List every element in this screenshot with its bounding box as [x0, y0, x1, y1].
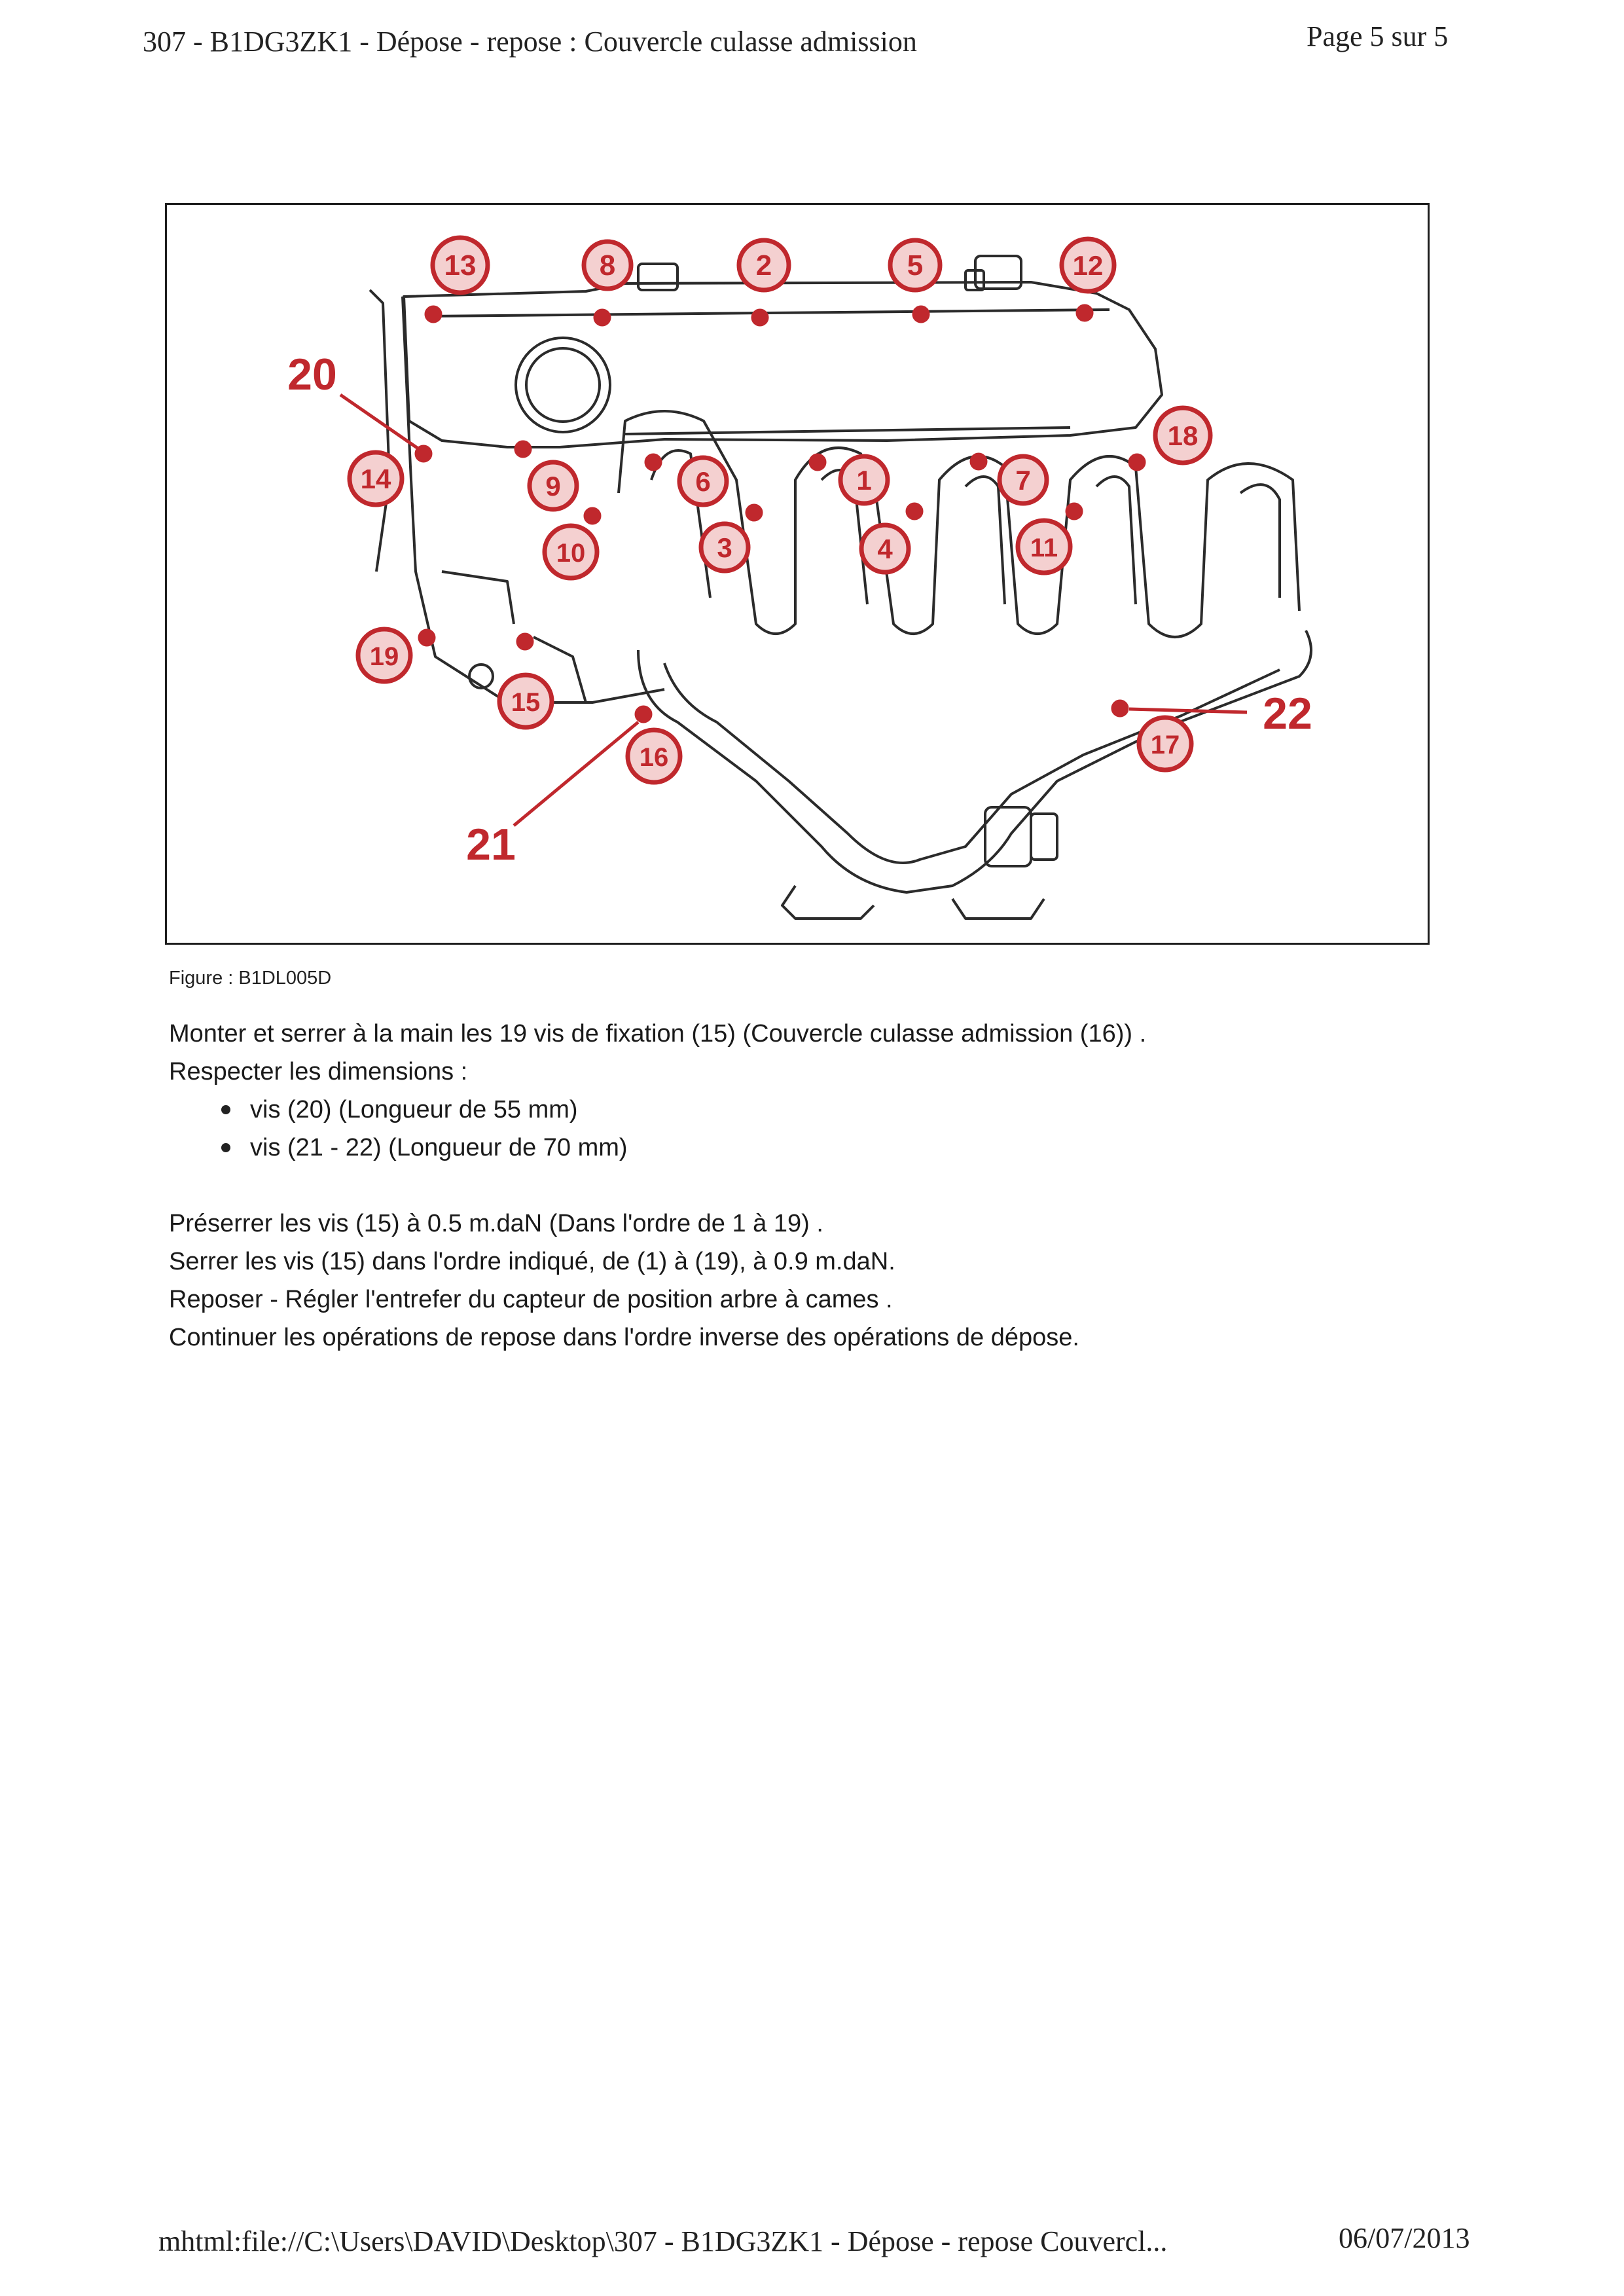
- callout-12: 12: [1059, 236, 1117, 294]
- bolt-7: [969, 452, 988, 471]
- bolt-13: [424, 305, 442, 323]
- figure-caption: Figure : B1DL005D: [169, 968, 332, 989]
- label-20: 20: [287, 350, 337, 399]
- dimension-list: vis (20) (Longueur de 55 mm) vis (21 - 2…: [169, 1091, 1445, 1167]
- list-item-text: vis (21 - 22) (Longueur de 70 mm): [250, 1134, 628, 1161]
- instruction-tighten: Serrer les vis (15) dans l'ordre indiqué…: [169, 1248, 895, 1275]
- callout-10: 10: [542, 523, 600, 581]
- callout-17: 17: [1136, 715, 1194, 773]
- svg-text:16: 16: [640, 743, 669, 772]
- bullet-icon: [221, 1143, 230, 1152]
- svg-text:11: 11: [1030, 534, 1058, 562]
- svg-text:15: 15: [511, 688, 541, 717]
- callout-15: 15: [497, 672, 554, 730]
- svg-text:14: 14: [361, 464, 391, 494]
- bolt-1: [808, 453, 827, 471]
- bolt-5: [912, 305, 930, 323]
- svg-text:19: 19: [370, 642, 399, 671]
- callout-3: 3: [698, 521, 751, 574]
- callout-19: 19: [355, 627, 413, 684]
- bolt-17: [1111, 699, 1129, 718]
- svg-text:18: 18: [1168, 420, 1199, 451]
- callout-6: 6: [677, 455, 729, 507]
- callout-11: 11: [1015, 518, 1073, 575]
- bolt-18: [1128, 453, 1146, 471]
- footer-date: 06/07/2013: [1339, 2222, 1470, 2254]
- svg-text:17: 17: [1151, 731, 1180, 759]
- bolt-16: [634, 705, 653, 723]
- bolt-12: [1075, 304, 1094, 322]
- callout-18: 18: [1153, 405, 1213, 465]
- callout-1: 1: [838, 454, 890, 506]
- list-item: vis (20) (Longueur de 55 mm): [169, 1091, 1445, 1129]
- callout-9: 9: [527, 460, 579, 512]
- length-labels: 20 21 22: [287, 350, 1312, 869]
- svg-text:6: 6: [695, 466, 710, 497]
- instructions: Monter et serrer à la main les 19 vis de…: [169, 1015, 1445, 1357]
- label-22: 22: [1263, 689, 1312, 738]
- bolt-19: [418, 629, 436, 647]
- svg-text:7: 7: [1015, 465, 1030, 496]
- svg-text:4: 4: [877, 534, 893, 564]
- leader-lines: [339, 393, 1248, 827]
- instruction-mount: Monter et serrer à la main les 19 vis de…: [169, 1020, 1147, 1048]
- document-title: 307 - B1DG3ZK1 - Dépose - repose : Couve…: [143, 26, 917, 58]
- footer-url: mhtml:file://C:\Users\DAVID\Desktop\307 …: [158, 2225, 1168, 2257]
- svg-text:1: 1: [856, 465, 871, 496]
- instruction-pretighten: Préserrer les vis (15) à 0.5 m.daN (Dans…: [169, 1210, 823, 1237]
- svg-text:8: 8: [600, 249, 615, 282]
- instruction-dimensions: Respecter les dimensions :: [169, 1058, 468, 1085]
- bolt-10: [583, 507, 602, 525]
- callout-8: 8: [581, 239, 634, 291]
- bullet-icon: [221, 1105, 230, 1114]
- bolt-2: [751, 308, 769, 327]
- figure-frame: 13 8 2 5 12 14: [165, 203, 1430, 945]
- list-item: vis (21 - 22) (Longueur de 70 mm): [169, 1129, 1445, 1167]
- callout-4: 4: [859, 522, 911, 575]
- list-item-text: vis (20) (Longueur de 55 mm): [250, 1096, 578, 1123]
- svg-text:10: 10: [556, 539, 586, 568]
- bolt-15: [516, 632, 534, 651]
- callout-16: 16: [625, 727, 683, 785]
- bolt-4: [905, 502, 924, 520]
- intake-cover-diagram: 13 8 2 5 12 14: [287, 235, 1312, 920]
- callout-13: 13: [430, 235, 490, 295]
- svg-text:2: 2: [756, 249, 772, 282]
- bolt-3: [745, 503, 763, 522]
- callout-7: 7: [997, 454, 1049, 506]
- svg-text:13: 13: [444, 249, 477, 282]
- callouts: 13 8 2 5 12 14: [347, 235, 1213, 785]
- bolt-6: [644, 453, 662, 471]
- bolt-8: [593, 308, 611, 327]
- callout-2: 2: [736, 238, 791, 293]
- callout-5: 5: [888, 238, 943, 293]
- svg-text:12: 12: [1073, 250, 1104, 281]
- page-number: Page 5 sur 5: [1307, 20, 1449, 52]
- bolt-markers: [414, 304, 1146, 723]
- svg-text:9: 9: [545, 471, 560, 501]
- bolt-9: [514, 440, 532, 458]
- label-21: 21: [466, 820, 516, 869]
- instruction-adjust: Reposer - Régler l'entrefer du capteur d…: [169, 1286, 893, 1313]
- callout-14: 14: [347, 450, 405, 507]
- svg-text:3: 3: [717, 532, 732, 563]
- instruction-continue: Continuer les opérations de repose dans …: [169, 1324, 1079, 1351]
- bolt-11: [1065, 502, 1083, 520]
- svg-text:5: 5: [907, 249, 923, 282]
